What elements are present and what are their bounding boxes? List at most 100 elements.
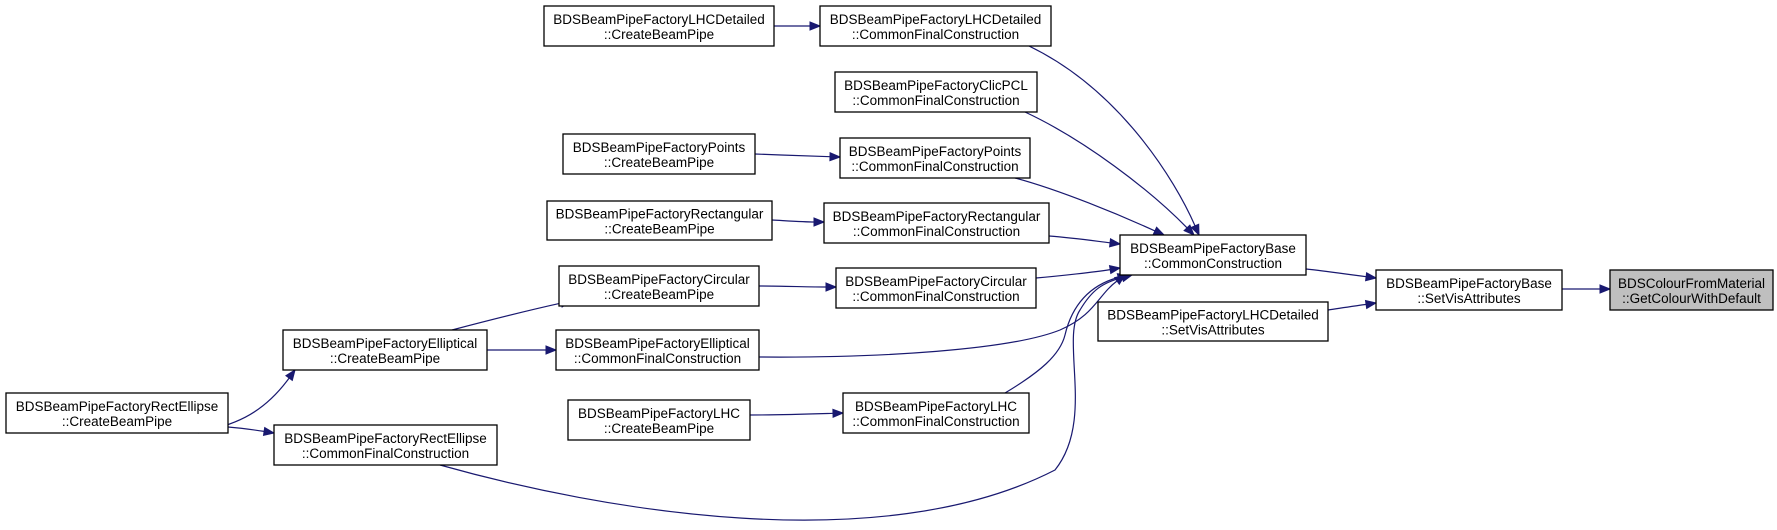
node-method-label: ::CommonFinalConstruction bbox=[852, 289, 1019, 304]
arrowhead bbox=[262, 426, 276, 437]
node-method-label: ::CreateBeamPipe bbox=[604, 421, 714, 436]
node-class-label: BDSBeamPipeFactoryRectEllipse bbox=[16, 399, 219, 414]
arrowhead bbox=[545, 345, 558, 355]
arrowhead bbox=[813, 217, 826, 227]
function-node[interactable]: BDSBeamPipeFactoryBase::CommonConstructi… bbox=[1119, 234, 1307, 276]
function-node[interactable]: BDSBeamPipeFactoryRectangular::CreateBea… bbox=[546, 200, 773, 241]
node-class-label: BDSBeamPipeFactoryPoints bbox=[849, 144, 1022, 159]
node-class-label: BDSBeamPipeFactoryPoints bbox=[573, 140, 746, 155]
edge-line bbox=[439, 277, 1123, 521]
function-node[interactable]: BDSBeamPipeFactoryCircular::CreateBeamPi… bbox=[558, 265, 760, 307]
call-edge bbox=[1562, 284, 1612, 294]
function-node[interactable]: BDSBeamPipeFactoryElliptical::CommonFina… bbox=[555, 329, 760, 371]
node-layer: BDSColourFromMaterial::GetColourWithDefa… bbox=[5, 5, 1774, 466]
edge-line bbox=[1028, 45, 1196, 227]
arrowhead bbox=[825, 282, 838, 292]
function-node[interactable]: BDSBeamPipeFactoryRectEllipse::CreateBea… bbox=[5, 392, 229, 434]
edge-line bbox=[1035, 269, 1111, 279]
call-edge bbox=[487, 345, 558, 355]
node-class-label: BDSBeamPipeFactoryLHC bbox=[578, 406, 740, 421]
arrowhead bbox=[809, 21, 822, 31]
call-edge bbox=[1048, 235, 1122, 248]
node-box bbox=[1097, 301, 1329, 342]
edge-line bbox=[451, 302, 562, 331]
node-box bbox=[1609, 269, 1774, 311]
edge-line bbox=[749, 412, 834, 416]
node-method-label: ::CreateBeamPipe bbox=[604, 27, 714, 42]
node-class-label: BDSBeamPipeFactoryLHCDetailed bbox=[1107, 308, 1319, 323]
call-edge bbox=[773, 21, 822, 31]
node-method-label: ::CreateBeamPipe bbox=[62, 414, 172, 429]
node-box bbox=[555, 329, 760, 371]
function-node[interactable]: BDSBeamPipeFactoryCircular::CommonFinalC… bbox=[835, 267, 1037, 309]
call-edge bbox=[758, 282, 838, 292]
edge-line bbox=[771, 219, 815, 223]
node-box bbox=[842, 392, 1030, 434]
node-class-label: BDSBeamPipeFactoryBase bbox=[1386, 276, 1552, 291]
arrowhead bbox=[1183, 224, 1195, 236]
node-method-label: ::CommonFinalConstruction bbox=[574, 351, 741, 366]
node-class-label: BDSBeamPipeFactoryCircular bbox=[568, 272, 750, 287]
call-edge bbox=[754, 151, 842, 162]
arrowhead bbox=[832, 408, 845, 419]
call-edge bbox=[227, 426, 276, 437]
arrowhead bbox=[1109, 238, 1122, 248]
node-box bbox=[5, 392, 229, 434]
node-class-label: BDSBeamPipeFactoryCircular bbox=[845, 274, 1027, 289]
node-box bbox=[1375, 269, 1563, 311]
call-edge bbox=[749, 408, 845, 419]
function-node[interactable]: BDSBeamPipeFactoryRectEllipse::CommonFin… bbox=[273, 424, 498, 466]
node-box bbox=[839, 137, 1031, 179]
node-method-label: ::GetColourWithDefault bbox=[1622, 291, 1761, 306]
call-edge bbox=[1028, 45, 1200, 237]
arrowhead bbox=[1365, 272, 1378, 282]
focus-function-node[interactable]: BDSColourFromMaterial::GetColourWithDefa… bbox=[1609, 269, 1774, 311]
function-node[interactable]: BDSBeamPipeFactoryLHC::CommonFinalConstr… bbox=[842, 392, 1030, 434]
node-box bbox=[562, 133, 756, 175]
edge-line bbox=[1048, 235, 1111, 244]
function-node[interactable]: BDSBeamPipeFactoryRectangular::CommonFin… bbox=[823, 202, 1050, 244]
node-box bbox=[1119, 234, 1307, 276]
call-edge bbox=[451, 298, 573, 331]
node-box bbox=[273, 424, 498, 466]
arrowhead bbox=[1364, 299, 1378, 310]
call-edge bbox=[1024, 111, 1195, 236]
node-class-label: BDSBeamPipeFactoryClicPCL bbox=[844, 78, 1028, 93]
node-class-label: BDSBeamPipeFactoryElliptical bbox=[293, 336, 478, 351]
node-method-label: ::CommonFinalConstruction bbox=[302, 446, 469, 461]
function-node[interactable]: BDSBeamPipeFactoryLHCDetailed::SetVisAtt… bbox=[1097, 301, 1329, 342]
edge-line bbox=[1305, 268, 1367, 278]
node-box bbox=[819, 5, 1052, 47]
node-class-label: BDSColourFromMaterial bbox=[1618, 276, 1765, 291]
node-method-label: ::CreateBeamPipe bbox=[604, 287, 714, 302]
arrowhead bbox=[1152, 226, 1166, 236]
function-node[interactable]: BDSBeamPipeFactoryElliptical::CreateBeam… bbox=[282, 329, 488, 371]
node-class-label: BDSBeamPipeFactoryLHCDetailed bbox=[553, 12, 765, 27]
node-class-label: BDSBeamPipeFactoryBase bbox=[1130, 241, 1296, 256]
arrowhead bbox=[1599, 284, 1612, 294]
edge-line bbox=[1004, 276, 1119, 394]
node-class-label: BDSBeamPipeFactoryLHCDetailed bbox=[830, 12, 1042, 27]
node-method-label: ::SetVisAttributes bbox=[1417, 291, 1521, 306]
node-box bbox=[834, 71, 1038, 113]
node-method-label: ::SetVisAttributes bbox=[1161, 323, 1265, 338]
edge-line bbox=[754, 153, 831, 158]
function-node[interactable]: BDSBeamPipeFactoryPoints::CreateBeamPipe bbox=[562, 133, 756, 175]
function-node[interactable]: BDSBeamPipeFactoryLHC::CreateBeamPipe bbox=[567, 399, 751, 441]
function-node[interactable]: BDSBeamPipeFactoryBase::SetVisAttributes bbox=[1375, 269, 1563, 311]
node-class-label: BDSBeamPipeFactoryRectEllipse bbox=[284, 431, 487, 446]
node-method-label: ::CommonFinalConstruction bbox=[853, 224, 1020, 239]
edge-layer bbox=[197, 21, 1612, 521]
function-node[interactable]: BDSBeamPipeFactoryClicPCL::CommonFinalCo… bbox=[834, 71, 1038, 113]
node-box bbox=[567, 399, 751, 441]
node-class-label: BDSBeamPipeFactoryRectangular bbox=[556, 207, 764, 222]
call-edge bbox=[1305, 268, 1378, 282]
function-node[interactable]: BDSBeamPipeFactoryPoints::CommonFinalCon… bbox=[839, 137, 1031, 179]
function-node[interactable]: BDSBeamPipeFactoryLHCDetailed::CommonFin… bbox=[819, 5, 1052, 47]
arrowhead bbox=[829, 151, 842, 162]
function-node[interactable]: BDSBeamPipeFactoryLHCDetailed::CreateBea… bbox=[543, 5, 775, 47]
node-method-label: ::CreateBeamPipe bbox=[604, 155, 714, 170]
edge-line bbox=[227, 426, 265, 432]
edge-line bbox=[1327, 303, 1367, 311]
